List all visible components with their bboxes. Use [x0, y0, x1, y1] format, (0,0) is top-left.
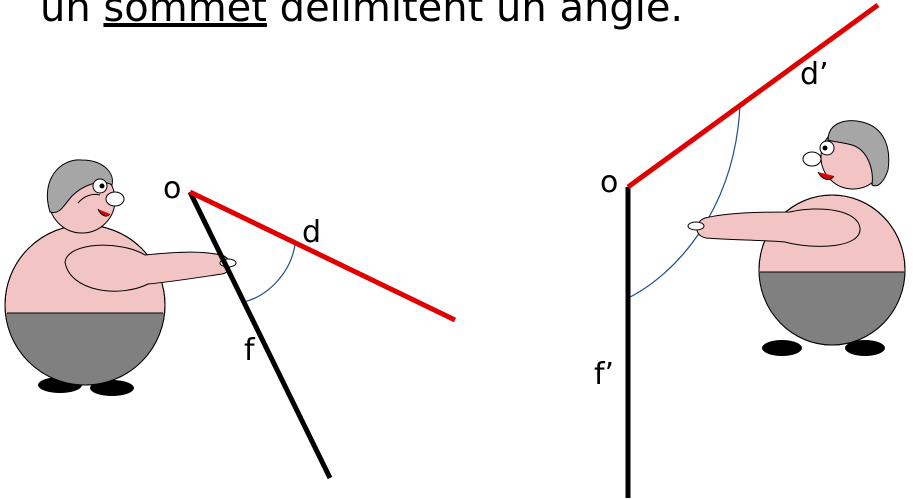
left-angle-arc [243, 245, 295, 302]
right-vertex-label: o [600, 165, 618, 200]
right-arm [697, 209, 860, 246]
right-angle-arc [628, 105, 740, 298]
left-nose [106, 192, 124, 206]
right-label-d: d’ [800, 57, 829, 92]
left-arm [65, 245, 230, 291]
left-pants [0, 313, 180, 403]
left-label-f: f [244, 333, 256, 368]
left-vertex-label: o [163, 171, 181, 206]
right-nose [803, 152, 821, 166]
right-figure: o d’ f’ [594, 5, 915, 498]
left-label-d: d [302, 215, 321, 250]
right-pants [750, 272, 915, 352]
right-label-f: f’ [594, 357, 614, 392]
right-character [688, 121, 915, 356]
right-shoe-1 [762, 340, 802, 356]
left-figure: o d f [0, 160, 455, 478]
right-finger [688, 222, 704, 230]
left-line-d [190, 192, 455, 320]
